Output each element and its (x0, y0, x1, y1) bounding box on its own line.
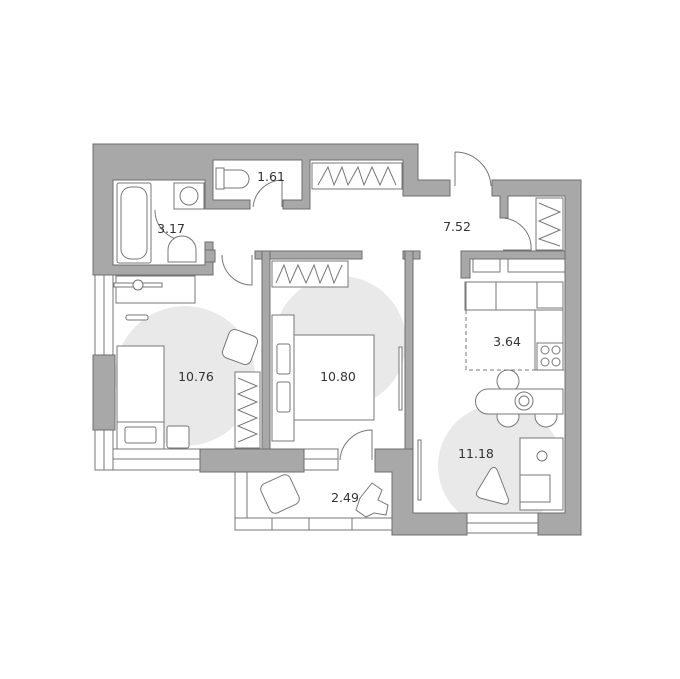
walls (92, 143, 582, 536)
area-label-child-room: 10.76 (178, 369, 214, 384)
wardrobes (234, 162, 564, 449)
bedroom-furniture (271, 314, 403, 442)
area-label-living-room: 11.18 (458, 446, 494, 461)
area-label-toilet: 1.61 (257, 169, 285, 184)
kitchen-furniture (417, 281, 564, 511)
area-label-hallway: 7.52 (443, 219, 471, 234)
area-label-bedroom: 10.80 (320, 369, 356, 384)
loggia-furniture (260, 474, 389, 518)
area-label-loggia: 2.49 (331, 490, 359, 505)
doors (154, 151, 532, 461)
area-label-kitchen: 3.64 (493, 334, 521, 349)
child-room-furniture (113, 275, 259, 450)
area-label-bathroom: 3.17 (157, 221, 185, 236)
bathroom-fixtures (116, 167, 250, 264)
